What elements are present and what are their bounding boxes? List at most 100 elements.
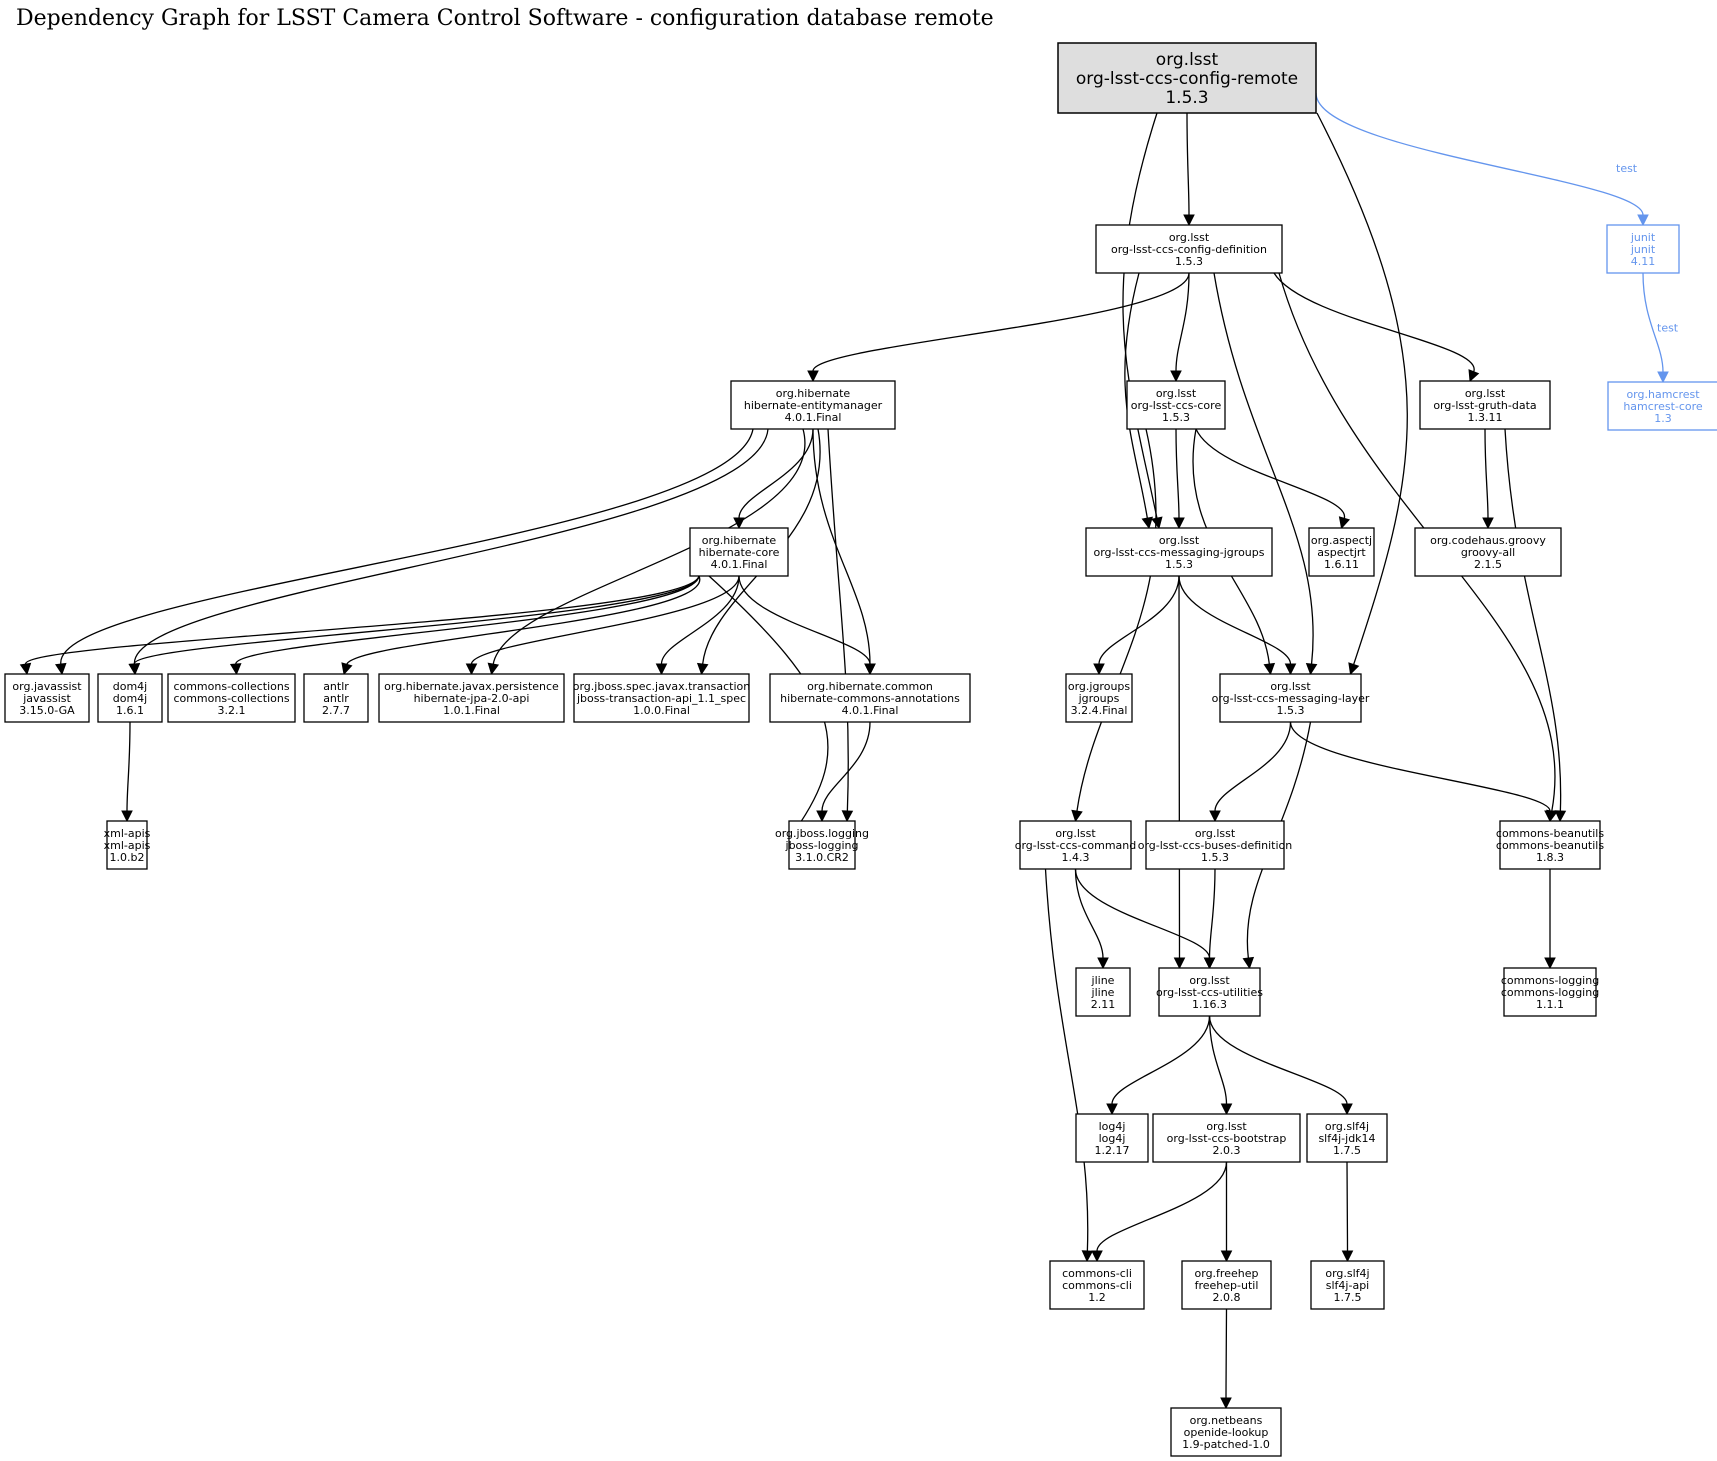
node-version: 1.0.b2 (110, 851, 145, 864)
node-box (1075, 967, 1131, 1017)
node-artifact: jgroups (1078, 692, 1120, 705)
node-artifact: hibernate-core (699, 546, 780, 559)
node-artifact: antlr (323, 692, 349, 705)
node-commons-annotations[interactable]: org.hibernate.commonhibernate-commons-an… (769, 673, 971, 723)
edge-line (1178, 575, 1181, 959)
edge-commons-annotations-to-jboss-logging (816, 721, 871, 823)
node-messaging-jgroups[interactable]: org.lsstorg-lsst-ccs-messaging-jgroups1.… (1085, 527, 1273, 577)
node-box (1095, 224, 1283, 274)
edge-line (1214, 721, 1292, 812)
node-group: org.slf4j (1325, 1267, 1369, 1280)
edge-ccs-utilities-to-ccs-bootstrap (1208, 1015, 1233, 1116)
node-version: 3.2.4.Final (1071, 704, 1128, 717)
node-box (769, 673, 971, 723)
node-commons-collections[interactable]: commons-collectionscommons-collections3.… (167, 673, 296, 723)
arrowhead-icon (128, 663, 141, 676)
edge-line (1315, 92, 1644, 216)
node-messaging-layer[interactable]: org.lsstorg-lsst-ccs-messaging-layer1.5.… (1212, 673, 1370, 723)
arrowhead-icon (1093, 663, 1105, 676)
node-entitymanager[interactable]: org.hibernatehibernate-entitymanager4.0.… (730, 380, 896, 430)
node-group: org.codehaus.groovy (1430, 534, 1546, 547)
node-version: 1.5.3 (1165, 558, 1193, 571)
node-box (1057, 42, 1317, 114)
arrowhead-icon (1468, 369, 1480, 383)
node-group: org.hamcrest (1626, 388, 1700, 401)
node-artifact: org-lsst-ccs-messaging-layer (1212, 692, 1370, 705)
node-artifact: openide-lookup (1184, 1426, 1269, 1439)
edge-line (1316, 112, 1408, 665)
node-group: commons-cli (1062, 1267, 1132, 1280)
node-buses-definition[interactable]: org.lsstorg-lsst-ccs-buses-definition1.5… (1138, 820, 1293, 870)
node-artifact: org-lsst-ccs-config-remote (1076, 69, 1298, 89)
node-openide-lookup[interactable]: org.netbeansopenide-lookup1.9-patched-1.… (1170, 1407, 1282, 1457)
arrowhead-icon (1091, 1250, 1103, 1263)
edge-line (1208, 1015, 1348, 1105)
edge-config-definition-to-messaging-layer (1213, 272, 1318, 676)
edge-label: test (1616, 162, 1638, 175)
node-group: junit (1630, 231, 1656, 244)
edge-line (1175, 428, 1180, 519)
node-version: 1.5.3 (1162, 411, 1190, 424)
node-jboss-transaction[interactable]: org.jboss.spec.javax.transactionjboss-tr… (573, 673, 751, 723)
node-version: 3.15.0-GA (19, 704, 75, 717)
arrowhead-icon (807, 370, 819, 383)
arrowhead-icon (19, 662, 32, 676)
node-version: 1.16.3 (1192, 998, 1227, 1011)
edge-hibernate-core-to-jboss-transaction (655, 575, 740, 676)
arrowhead-icon (1338, 516, 1350, 530)
node-version: 1.3.11 (1468, 411, 1503, 424)
node-group: org.lsst (1169, 231, 1210, 244)
arrowhead-icon (1341, 1103, 1353, 1116)
node-version: 1.6.1 (116, 704, 144, 717)
node-box (1019, 820, 1132, 870)
node-version: 2.7.7 (322, 704, 350, 717)
node-artifact: groovy-all (1461, 546, 1515, 559)
node-config-definition[interactable]: org.lsstorg-lsst-ccs-config-definition1.… (1095, 224, 1283, 274)
edge-line (470, 575, 740, 665)
edge-ccs-utilities-to-slf4j-jdk14 (1208, 1015, 1353, 1116)
edge-line (133, 428, 769, 665)
edge-ccs-bootstrap-to-freehep-util (1220, 1161, 1233, 1263)
node-box (1219, 673, 1362, 723)
node-artifact: junit (1630, 243, 1656, 256)
edge-line (1074, 868, 1104, 959)
node-group: org.jboss.spec.javax.transaction (573, 680, 751, 693)
node-version: 1.1.1 (1536, 998, 1564, 1011)
node-artifact: org-lsst-ccs-bootstrap (1167, 1132, 1287, 1145)
node-jpa-api[interactable]: org.hibernate.javax.persistencehibernate… (378, 673, 565, 723)
node-group: org.lsst (1055, 827, 1096, 840)
node-group: org.lsst (1270, 680, 1311, 693)
node-artifact: slf4j-api (1326, 1279, 1369, 1292)
edge-buses-definition-to-ccs-utilities (1203, 868, 1216, 970)
edge-line (1504, 428, 1562, 812)
node-artifact: javassist (22, 692, 71, 705)
edge-line (1186, 112, 1190, 216)
node-version: 1.5.3 (1201, 851, 1229, 864)
